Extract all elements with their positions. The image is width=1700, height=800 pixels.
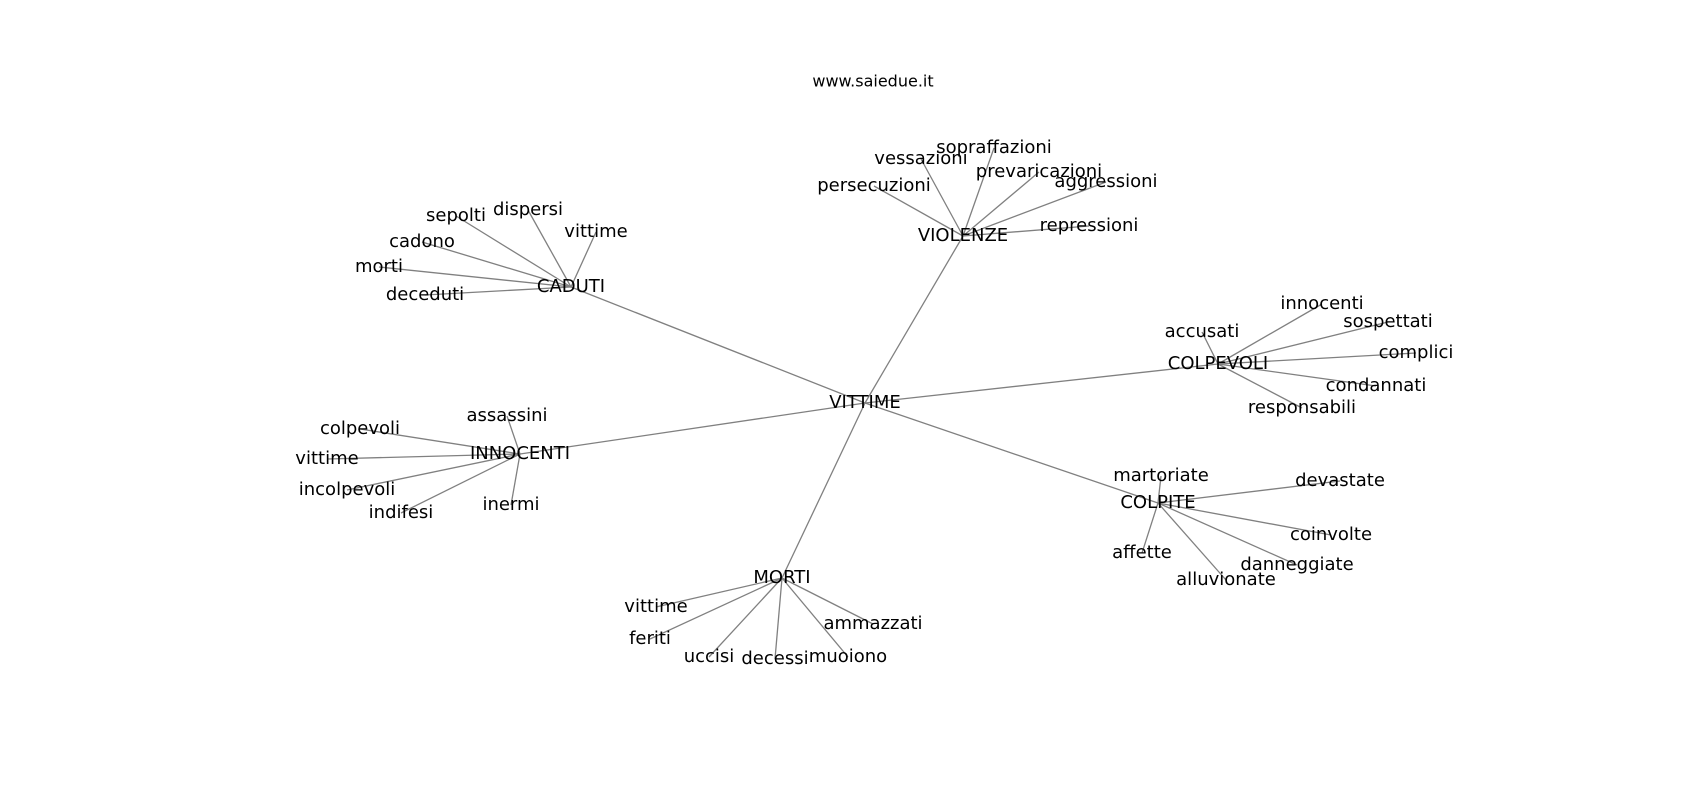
edge-hub-to-leaf [962, 181, 1107, 237]
edge-hub-to-leaf [424, 286, 572, 296]
leaf-node-label: muoiono [809, 646, 887, 667]
leaf-node-label: vessazioni [874, 148, 967, 169]
leaf-node-label: sepolti [426, 205, 486, 226]
leaf-node-label: sopraffazioni [936, 137, 1052, 158]
hub-node-label: COLPITE [1120, 492, 1195, 513]
leaf-node-label: vittime [564, 221, 627, 242]
edge-hub-to-leaf [781, 577, 874, 625]
edge-hub-to-leaf [421, 241, 572, 288]
leaf-node-label: affette [1112, 542, 1172, 563]
edge-hub-to-leaf [455, 215, 572, 288]
edge-hub-to-leaf [1217, 303, 1323, 365]
edge-hub-to-leaf [962, 147, 995, 237]
hub-node-label: MORTI [753, 567, 810, 588]
edge-center-to-hub [864, 363, 1219, 404]
leaf-node-label: feriti [629, 628, 671, 649]
hub-node-label: INNOCENTI [470, 443, 570, 464]
leaf-node-label: condannati [1326, 375, 1427, 396]
edge-hub-to-leaf [1217, 363, 1377, 387]
leaf-node-label: ammazzati [823, 613, 922, 634]
leaf-node-label: innocenti [1280, 293, 1363, 314]
edge-hub-to-leaf [1157, 502, 1332, 536]
leaf-node-label: dispersi [493, 199, 563, 220]
edge-hub-to-leaf [774, 577, 783, 660]
edge-hub-to-leaf [527, 209, 572, 288]
leaf-node-label: danneggiate [1240, 554, 1353, 575]
edge-center-to-hub [570, 286, 866, 404]
leaf-node-label: devastate [1295, 470, 1385, 491]
leaf-node-label: cadono [389, 231, 455, 252]
leaf-node-label: accusati [1165, 321, 1240, 342]
leaf-node-label: inermi [482, 494, 539, 515]
edge-hub-to-leaf [510, 453, 521, 506]
leaf-node-label: aggressioni [1054, 171, 1157, 192]
edge-hub-to-leaf [1157, 480, 1341, 504]
leaf-node-label: uccisi [684, 646, 735, 667]
edge-center-to-hub [864, 235, 964, 404]
edge-hub-to-leaf [1157, 475, 1162, 504]
leaf-node-label: complici [1379, 342, 1454, 363]
edge-hub-to-leaf [873, 185, 964, 237]
leaf-node-label: decessi [741, 648, 808, 669]
edge-hub-to-leaf [378, 266, 572, 288]
edge-hub-to-leaf [1217, 321, 1389, 365]
hub-node-label: CADUTI [537, 276, 605, 297]
leaf-node-label: incolpevoli [299, 479, 396, 500]
site-watermark: www.saiedue.it [812, 72, 933, 91]
leaf-node-label: assassini [467, 405, 548, 426]
leaf-node-label: repressioni [1040, 215, 1139, 236]
edge-hub-to-leaf [1157, 502, 1298, 566]
leaf-node-label: vittime [624, 596, 687, 617]
leaf-node-label: deceduti [386, 284, 464, 305]
edge-center-to-hub [864, 402, 1159, 504]
leaf-node-label: morti [355, 256, 403, 277]
edge-hub-to-leaf [346, 453, 521, 491]
leaf-node-label: alluvionate [1176, 569, 1276, 590]
edge-center-to-hub [519, 402, 866, 455]
edge-hub-to-leaf [400, 453, 521, 514]
leaf-node-label: persecuzioni [817, 175, 931, 196]
leaf-node-label: sospettati [1343, 311, 1432, 332]
edge-hub-to-leaf [781, 577, 849, 658]
leaf-node-label: responsabili [1248, 397, 1356, 418]
leaf-node-label: vittime [295, 448, 358, 469]
edge-hub-to-leaf [506, 415, 521, 455]
edge-hub-to-leaf [655, 577, 783, 608]
edge-hub-to-leaf [962, 225, 1090, 237]
leaf-node-label: martoriate [1113, 465, 1209, 486]
edges [326, 147, 1417, 660]
leaf-node-label: prevaricazioni [976, 161, 1102, 182]
edge-hub-to-leaf [359, 428, 521, 455]
edge-hub-to-leaf [649, 577, 783, 640]
edge-hub-to-leaf [708, 577, 783, 658]
edge-hub-to-leaf [1141, 502, 1159, 554]
hub-node-label: COLPEVOLI [1168, 353, 1269, 374]
edge-hub-to-leaf [1217, 363, 1303, 409]
edge-hub-to-leaf [326, 453, 521, 460]
edge-hub-to-leaf [1217, 352, 1417, 365]
edge-hub-to-leaf [1157, 502, 1227, 581]
center-node-label: VITTIME [829, 392, 901, 413]
leaf-node-label: colpevoli [320, 418, 400, 439]
edge-hub-to-leaf [962, 171, 1040, 237]
hub-node-label: VIOLENZE [918, 225, 1008, 246]
edge-hub-to-leaf [570, 231, 597, 288]
leaf-node-label: indifesi [369, 502, 434, 523]
leaf-node-label: coinvolte [1290, 524, 1372, 545]
edge-hub-to-leaf [920, 158, 964, 237]
edge-hub-to-leaf [1201, 331, 1219, 365]
edge-center-to-hub [781, 402, 866, 579]
